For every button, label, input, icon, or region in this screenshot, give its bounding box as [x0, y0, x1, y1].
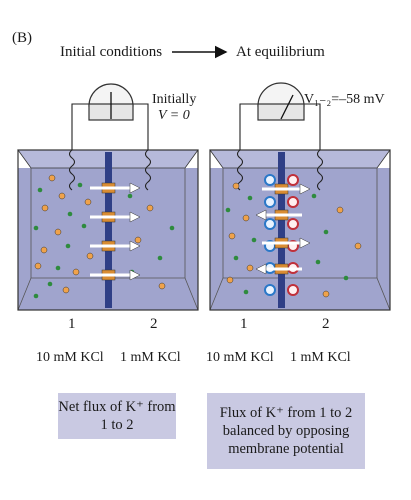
left-flux-arrows	[90, 182, 141, 281]
left-membrane	[105, 152, 112, 308]
concentration-1: 10 mM KCl	[36, 350, 104, 365]
concentration-2: 1 mM KCl	[120, 350, 181, 365]
left-beaker	[17, 83, 199, 311]
concentration-4: 1 mM KCl	[290, 350, 351, 365]
right-ions	[225, 182, 362, 298]
right-compartment-2: 2	[322, 316, 330, 332]
right-beaker	[209, 82, 391, 311]
left-ions	[33, 174, 175, 299]
caption-balanced-flux-text: Flux of K⁺ from 1 to 2 balanced by oppos…	[219, 405, 353, 457]
panel-label: (B)	[12, 30, 32, 46]
caption-net-flux: Net flux of K⁺ from 1 to 2	[58, 393, 176, 439]
left-compartment-1: 1	[68, 316, 76, 332]
right-compartment-1: 1	[240, 316, 248, 332]
right-flux-arrows	[255, 183, 311, 275]
left-voltmeter	[88, 83, 134, 121]
left-meter-label-line1: Initially	[152, 92, 197, 107]
right-meter-label: V₁₋₂=–58 mV	[304, 92, 385, 107]
right-voltmeter	[257, 82, 305, 121]
caption-net-flux-text: Net flux of K⁺ from 1 to 2	[58, 399, 176, 433]
left-meter-label-line2: V = 0	[158, 108, 190, 123]
header-equilibrium: At equilibrium	[236, 44, 325, 60]
right-membrane	[278, 152, 285, 308]
header-initial: Initial conditions	[60, 44, 163, 60]
caption-balanced-flux: Flux of K⁺ from 1 to 2 balanced by oppos…	[207, 393, 365, 469]
left-compartment-2: 2	[150, 316, 158, 332]
concentration-3: 10 mM KCl	[206, 350, 274, 365]
